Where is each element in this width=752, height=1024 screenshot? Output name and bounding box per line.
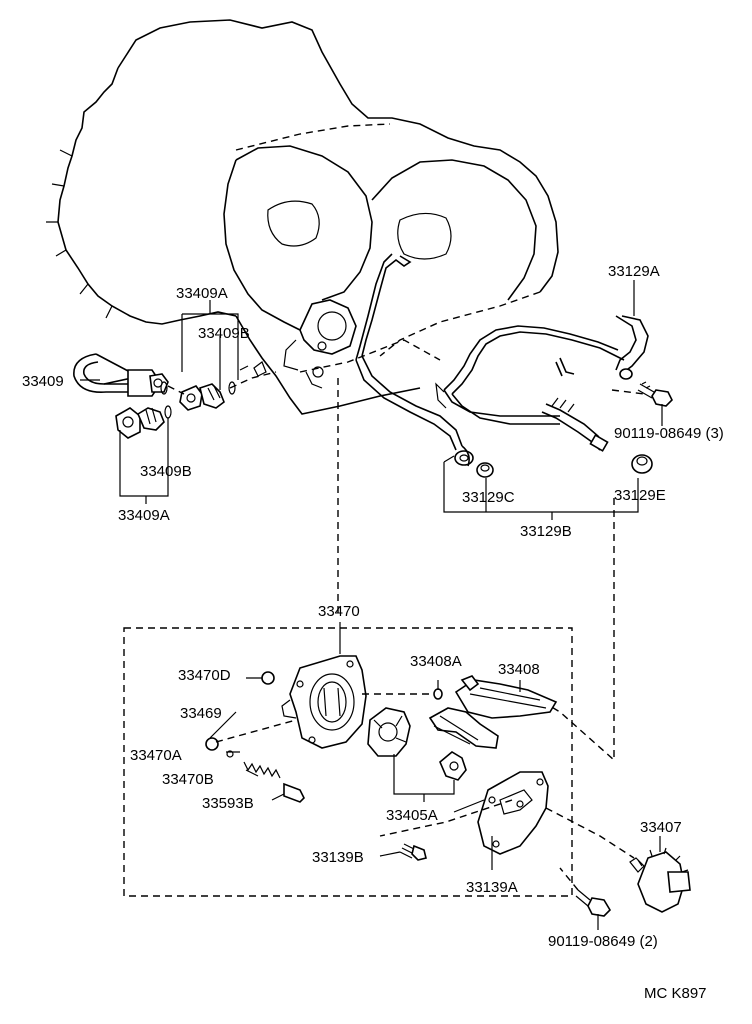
label-33470A: 33470A — [130, 747, 182, 764]
label-33407: 33407 — [640, 819, 682, 836]
oil-pump-body-33470 — [281, 655, 367, 749]
label-33129B: 33129B — [520, 523, 572, 540]
label-33129E: 33129E — [614, 487, 666, 504]
ball-33470A — [226, 750, 234, 758]
plug-33593B — [283, 782, 305, 803]
label-33469: 33469 — [180, 705, 222, 722]
leader-lines-top — [80, 280, 663, 520]
label-33409B-top: 33409B — [198, 325, 250, 342]
bolt-90119-08649-lower — [575, 889, 612, 917]
bolt-90119-08649-upper — [637, 381, 673, 407]
label-33129A: 33129A — [608, 263, 660, 280]
oil-cooler-tube — [355, 253, 649, 467]
diagram-code: MC K897 — [644, 985, 707, 1002]
label-33408A: 33408A — [410, 653, 462, 670]
label-90119-08649-3: 90119-08649 (3) — [614, 425, 724, 442]
grommet-33129E — [631, 454, 653, 474]
label-33139A: 33139A — [466, 879, 518, 896]
label-33409A-bottom: 33409A — [118, 507, 170, 524]
label-33470D: 33470D — [178, 667, 231, 684]
strainer-33408 — [428, 675, 558, 749]
label-33470B: 33470B — [162, 771, 214, 788]
label-33408: 33408 — [498, 661, 540, 678]
driven-gear-33405A — [367, 707, 467, 802]
label-33409: 33409 — [22, 373, 64, 390]
label-33409A-top: 33409A — [176, 285, 228, 302]
label-90119-08649-2: 90119-08649 (2) — [548, 933, 658, 950]
label-33139B: 33139B — [312, 849, 364, 866]
label-33409B-bottom: 33409B — [140, 463, 192, 480]
label-33129C: 33129C — [462, 489, 515, 506]
union-33409A-lower — [115, 407, 165, 439]
plug-33470D — [261, 671, 275, 685]
grommet-33129C — [476, 462, 494, 478]
label-33405A: 33405A — [386, 807, 438, 824]
spring-33470B — [243, 761, 281, 779]
pump-cover-33139A — [477, 771, 549, 855]
oil-pump-assembly-box — [123, 627, 573, 897]
transmission-case — [46, 19, 559, 415]
union-33409 — [73, 353, 169, 397]
gasket-33409B-lower — [164, 405, 172, 419]
label-33470: 33470 — [318, 603, 360, 620]
label-33593B: 33593B — [202, 795, 254, 812]
bolt-33139B — [399, 843, 427, 861]
drive-gear-33407 — [629, 836, 691, 913]
plug-33469 — [205, 737, 219, 751]
part-labels: 33409A 33409B 33409 33409B 33409A 33129A… — [22, 263, 724, 1002]
gasket-33409B-upper — [160, 381, 236, 395]
dashed-link-bolt — [611, 389, 645, 395]
union-33409A-upper — [179, 383, 225, 411]
